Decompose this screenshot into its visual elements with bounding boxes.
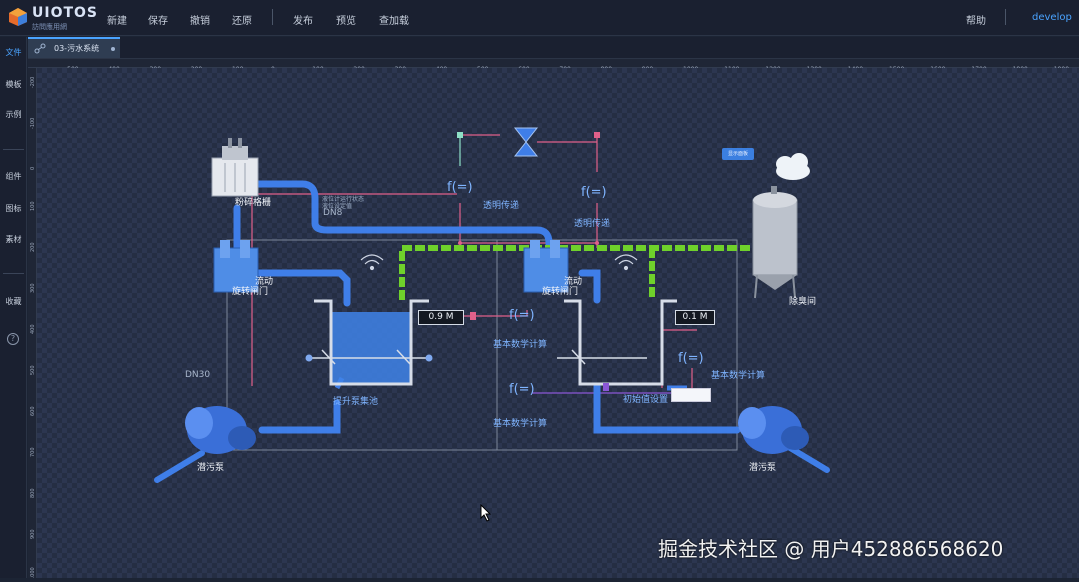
sensor-icon-left xyxy=(360,254,384,271)
tab-modified-dot xyxy=(111,47,115,51)
pump-right-label: 潜污泵 xyxy=(749,463,777,473)
tank-label: 提升泵集池 xyxy=(333,397,379,407)
tab-label: 03-污水系统 xyxy=(54,44,100,53)
math-label-2: 基本数学计算 xyxy=(493,419,548,429)
pass-right-label: 透明传递 xyxy=(574,219,611,229)
left-tank xyxy=(305,299,433,386)
math-label-3: 基本数学计算 xyxy=(711,371,766,381)
sidebar-item-examples[interactable]: 示例 xyxy=(5,110,22,119)
menu-redo[interactable]: 还原 xyxy=(232,16,252,27)
menu-preview[interactable]: 预览 xyxy=(336,16,356,27)
ruler-tick-label: 300 xyxy=(30,283,36,293)
menu-publish[interactable]: 发布 xyxy=(293,16,313,27)
crusher-label: 粉碎格栅 xyxy=(235,198,272,208)
ruler-tick-label: 0 xyxy=(30,167,36,170)
logo-name: UIOTOS xyxy=(32,5,99,21)
menu-save[interactable]: 保存 xyxy=(148,16,168,27)
blue-pipes xyxy=(233,180,741,434)
sidebar-divider xyxy=(3,149,24,150)
menu-reload[interactable]: 查加载 xyxy=(379,16,409,27)
menu-divider xyxy=(272,9,273,25)
level-display-right: 0.1 M xyxy=(675,310,715,325)
left-sidebar: 文件 模板 示例 组件 图标 素材 收藏 ? xyxy=(0,37,27,578)
vertical-ruler: -200 -100 0 100 200 300 400 500 600 700 800 900 1000 xyxy=(28,68,37,580)
diagram-icon xyxy=(34,43,46,54)
pump-right xyxy=(738,406,809,454)
ruler-tick-label: 800 xyxy=(30,488,36,498)
init-value-input[interactable] xyxy=(671,388,711,402)
rotary-gate-right-label: 旋转闸门 xyxy=(542,287,579,297)
deodorization-tower xyxy=(752,186,798,299)
app-logo[interactable]: UIOTOS 訪問應用網 xyxy=(8,5,98,31)
right-tank xyxy=(557,299,677,386)
frame-lines xyxy=(226,239,738,451)
ruler-tick-label: 1000 xyxy=(30,567,36,578)
sensor-icon-right xyxy=(614,254,638,271)
function-node-math-1[interactable]: f(=) xyxy=(509,308,535,323)
ruler-tick-label: 200 xyxy=(30,242,36,252)
init-value-label: 初始值设置 xyxy=(623,395,669,405)
logo-subtitle: 訪問應用網 xyxy=(32,23,67,31)
menu-new[interactable]: 新建 xyxy=(107,16,127,27)
ruler-tick-label: 400 xyxy=(30,324,36,334)
crusher-machine xyxy=(211,138,259,197)
user-name[interactable]: develop xyxy=(1032,12,1072,23)
ruler-tick-label: -200 xyxy=(30,77,36,88)
function-node-math-3[interactable]: f(=) xyxy=(678,351,704,366)
pump-left xyxy=(185,406,256,454)
ruler-tick-label: -100 xyxy=(30,118,36,129)
note-level-status: 液位计运行状态 xyxy=(322,196,365,203)
tab-bar: 03-污水系统 xyxy=(28,37,1079,59)
rotary-gate-left xyxy=(213,240,259,293)
rotary-gate-right xyxy=(523,240,569,293)
pump-left-label: 潜污泵 xyxy=(197,463,225,473)
ruler-tick-label: 900 xyxy=(30,529,36,539)
sidebar-item-file[interactable]: 文件 xyxy=(5,48,22,57)
rotary-gate-left-label: 旋转闸门 xyxy=(232,287,269,297)
level-display-left: 0.9 M xyxy=(418,310,464,325)
hourglass-icon xyxy=(513,127,539,157)
sidebar-item-materials[interactable]: 素材 xyxy=(5,235,22,244)
flow-left-label: 流动 xyxy=(255,277,274,287)
editor-canvas[interactable]: f(=) f(=) f(=) f(=) f(=) 粉碎格栅 流动 旋转闸门 流动… xyxy=(37,68,1079,578)
ruler-tick-label: 700 xyxy=(30,447,36,457)
sidebar-item-icons[interactable]: 图标 xyxy=(5,204,22,213)
sidebar-item-components[interactable]: 组件 xyxy=(5,172,22,181)
help-icon[interactable]: ? xyxy=(7,333,19,345)
note-level-setpoint: 液位设定值 xyxy=(322,203,353,210)
ruler-tick-label: 500 xyxy=(30,365,36,375)
pipe-dn30-label: DN30 xyxy=(185,370,211,380)
menu-undo[interactable]: 撤销 xyxy=(190,16,210,27)
logo-icon xyxy=(9,8,27,26)
cloud-icon xyxy=(776,153,810,180)
vertical-ruler-ticks: -200 -100 0 100 200 300 400 500 600 700 800 900 1000 xyxy=(30,77,36,580)
sidebar-item-template[interactable]: 模板 xyxy=(5,80,22,89)
deodor-label: 除臭间 xyxy=(789,297,817,307)
function-node-left[interactable]: f(=) xyxy=(447,180,473,195)
top-toolbar: UIOTOS 訪問應用網 新建 保存 撤销 还原 发布 预览 查加载 帮助 de… xyxy=(0,0,1079,36)
flow-right-label: 流动 xyxy=(564,277,583,287)
function-node-math-2[interactable]: f(=) xyxy=(509,382,535,397)
pump-legs xyxy=(154,440,830,483)
math-label-1: 基本数学计算 xyxy=(493,340,548,350)
tab-sewage-system[interactable]: 03-污水系统 xyxy=(28,37,120,58)
show-panel-button[interactable]: 显示面板 xyxy=(722,148,754,160)
pass-left-label: 透明传递 xyxy=(483,201,520,211)
mouse-cursor-icon xyxy=(480,504,492,522)
sidebar-item-favorites[interactable]: 收藏 xyxy=(5,297,22,306)
menu-help[interactable]: 帮助 xyxy=(966,16,986,27)
green-pipes xyxy=(399,245,752,300)
ruler-tick-label: 100 xyxy=(30,201,36,211)
function-node-right[interactable]: f(=) xyxy=(581,185,607,200)
process-diagram xyxy=(154,127,830,483)
ruler-tick-label: 600 xyxy=(30,406,36,416)
pipe-dn8-label: DN8 xyxy=(323,208,343,218)
signal-nodes xyxy=(457,132,609,391)
watermark-text: 掘金技术社区 @ 用户452886568620 xyxy=(658,537,1004,561)
horizontal-ruler: -500-400-300-200-10001002003004005006007… xyxy=(28,59,1079,74)
user-divider xyxy=(1005,9,1006,25)
sidebar-divider-2 xyxy=(3,273,24,274)
